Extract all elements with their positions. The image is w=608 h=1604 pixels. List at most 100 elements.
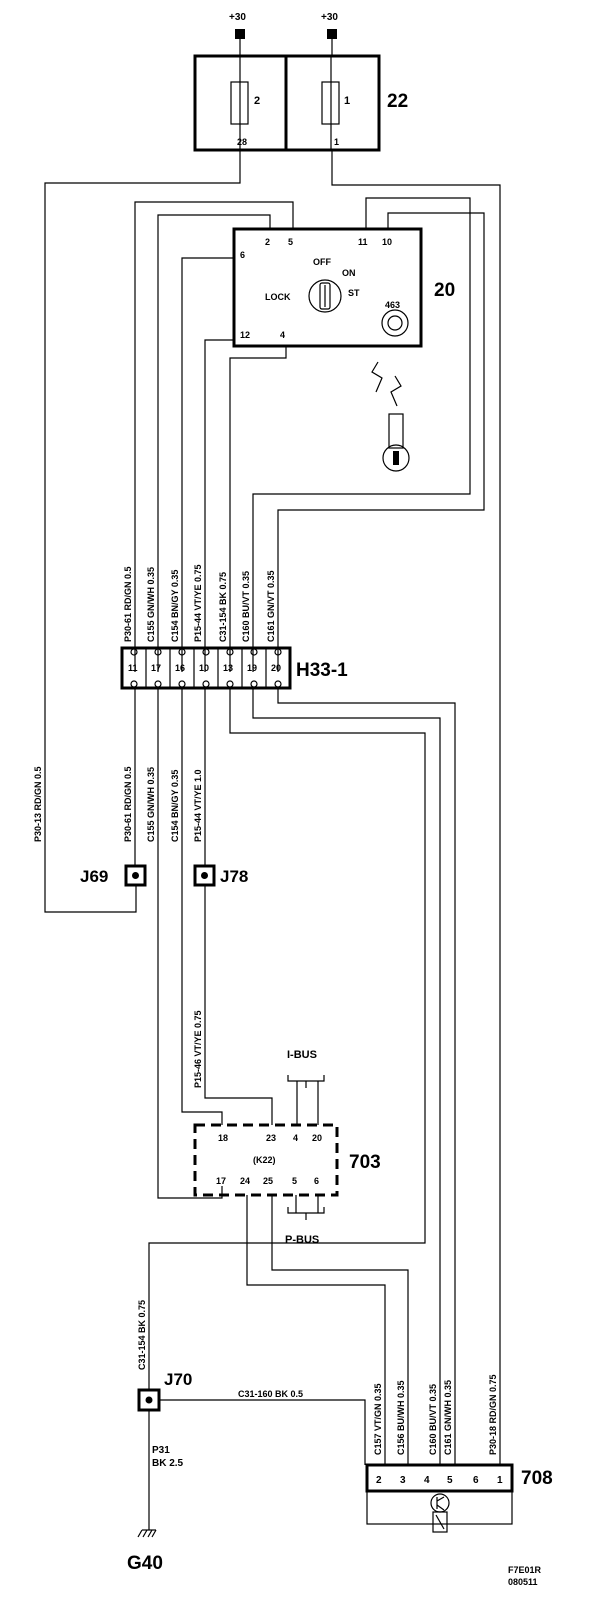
module-703-pin: 24 xyxy=(240,1176,250,1186)
wire-c31-160 xyxy=(159,1399,366,1465)
h33-pin: 11 xyxy=(128,663,138,673)
wire-label-upper: C155 GN/WH 0.35 xyxy=(146,567,156,642)
module-703: 18 23 4 20 (K22) 17 24 25 5 6 703 xyxy=(193,1123,381,1197)
ground-wire-label: P31 xyxy=(152,1445,170,1456)
component-22-label: 22 xyxy=(387,91,408,112)
component-708-pin: 1 xyxy=(497,1475,503,1486)
wire-label-upper: P15-44 VT/YE 0.75 xyxy=(193,564,203,642)
wire-label-p15-46: P15-46 VT/YE 0.75 xyxy=(193,1010,203,1088)
wire-label-upper: P30-61 RD/GN 0.5 xyxy=(123,566,133,642)
h33-pin: 13 xyxy=(223,663,233,673)
wire-pin12 xyxy=(204,339,234,672)
wire-c161-lower xyxy=(277,688,456,1465)
wire-label-708: P30-18 RD/GN 0.75 xyxy=(488,1374,498,1455)
wire-label-708: C157 VT/GN 0.35 xyxy=(373,1383,383,1455)
switch-label-off: OFF xyxy=(313,257,331,267)
reference-code: F7E01R xyxy=(508,1565,542,1575)
wire-label-upper: C154 BN/GY 0.35 xyxy=(170,570,180,642)
junction-j78: J78 xyxy=(193,864,248,887)
module-703-pin: 18 xyxy=(218,1133,228,1143)
switch-pin-10: 10 xyxy=(382,237,392,247)
pbus-label: P-BUS xyxy=(285,1234,319,1246)
connector-h33-1: 11 17 16 10 13 19 20 H33-1 xyxy=(120,646,348,690)
fuse-right-number: 1 xyxy=(344,95,350,107)
junction-j69: J69 xyxy=(80,864,147,887)
component-708-pin: 3 xyxy=(400,1475,406,1486)
key-cylinder-icon xyxy=(308,279,342,313)
wire-label-lower: P30-61 RD/GN 0.5 xyxy=(123,766,133,842)
wire-label-lower: C154 BN/GY 0.35 xyxy=(170,770,180,842)
switch-pin-12: 12 xyxy=(240,330,250,340)
wire-label-lower: P15-44 VT/YE 1.0 xyxy=(193,769,203,842)
switch-pin-2: 2 xyxy=(265,237,270,247)
junction-j70-label: J70 xyxy=(164,1370,192,1389)
wire-pin2 xyxy=(157,214,271,672)
wire-label-p30-13: P30-13 RD/GN 0.5 xyxy=(33,766,43,842)
switch-part-number: 463 xyxy=(385,300,400,310)
module-703-pin: 4 xyxy=(293,1133,298,1143)
switch-label-on: ON xyxy=(342,268,356,278)
wire-c160-lower xyxy=(252,688,441,1465)
wire-pin6 xyxy=(181,257,234,672)
module-703-pin: 17 xyxy=(216,1176,226,1186)
wire-label-c31-160: C31-160 BK 0.5 xyxy=(238,1389,303,1399)
component-708-pin: 5 xyxy=(447,1475,453,1486)
junction-j70: J70 xyxy=(137,1370,192,1412)
component-708-pin: 2 xyxy=(376,1475,382,1486)
pbus-group: P-BUS xyxy=(285,1195,325,1246)
fuse-box-22: 2 1 28 1 22 xyxy=(193,54,408,152)
wire-label-upper: C161 GN/VT 0.35 xyxy=(266,570,276,642)
junction-j78-label: J78 xyxy=(220,867,248,886)
module-703-label: 703 xyxy=(349,1152,381,1173)
h33-pin: 20 xyxy=(271,663,281,673)
wire-c157 xyxy=(246,1195,386,1465)
component-708-pin: 6 xyxy=(473,1475,479,1486)
sensor-icon xyxy=(430,1493,450,1513)
h33-pin: 10 xyxy=(199,663,209,673)
supply-right: +30 xyxy=(321,12,338,56)
fuse-left-pin: 28 xyxy=(237,137,247,147)
junction-j69-label: J69 xyxy=(80,867,108,886)
connector-h33-label: H33-1 xyxy=(296,660,348,681)
switch-label-lock: LOCK xyxy=(265,292,291,302)
wire-label-upper: C31-154 BK 0.75 xyxy=(218,572,228,642)
wire-label-708: C161 GN/WH 0.35 xyxy=(443,1380,453,1455)
switch-pin-11: 11 xyxy=(358,237,368,247)
module-703-pin: 6 xyxy=(314,1176,319,1186)
reference-date: 080511 xyxy=(508,1577,538,1587)
module-703-pin: 25 xyxy=(263,1176,273,1186)
component-20-label: 20 xyxy=(434,280,455,301)
ibus-label: I-BUS xyxy=(287,1049,317,1061)
fuse-left-number: 2 xyxy=(254,95,260,107)
module-703-pin: 5 xyxy=(292,1176,297,1186)
wire-p15-46 xyxy=(204,885,273,1125)
switch-label-st: ST xyxy=(348,288,360,298)
component-708-label: 708 xyxy=(521,1468,553,1489)
wire-c154-lower xyxy=(181,688,223,1125)
wire-label-c31-154: C31-154 BK 0.75 xyxy=(137,1300,147,1370)
supply-left: +30 xyxy=(229,12,246,56)
wire-p30-13 xyxy=(44,150,241,913)
wire-c31-154 xyxy=(148,688,426,1390)
wireless-key-icon xyxy=(371,361,410,472)
module-703-pin: 23 xyxy=(266,1133,276,1143)
wire-label-708: C160 BU/VT 0.35 xyxy=(428,1384,438,1455)
ground-wire-label: BK 2.5 xyxy=(152,1458,184,1469)
fuse-right-pin: 1 xyxy=(334,137,339,147)
ignition-switch-20: 2 5 11 10 6 12 4 OFF ON ST LOCK 463 20 xyxy=(232,227,455,348)
module-703-pin: 20 xyxy=(312,1133,322,1143)
supply-right-label: +30 xyxy=(321,12,338,23)
wire-c156 xyxy=(271,1195,409,1465)
wire-c155-lower xyxy=(157,688,223,1199)
wire-p30-18 xyxy=(331,150,501,1465)
h33-pin: 17 xyxy=(151,663,161,673)
immobilizer-coil-icon xyxy=(381,309,409,337)
switch-pin-4: 4 xyxy=(280,330,285,340)
switch-pin-5: 5 xyxy=(288,237,293,247)
wire-pin10 xyxy=(277,212,485,672)
module-703-sub: (K22) xyxy=(253,1155,276,1165)
wire-label-lower: C155 GN/WH 0.35 xyxy=(146,767,156,842)
h33-pin: 16 xyxy=(175,663,185,673)
component-708-pin: 4 xyxy=(424,1475,430,1486)
